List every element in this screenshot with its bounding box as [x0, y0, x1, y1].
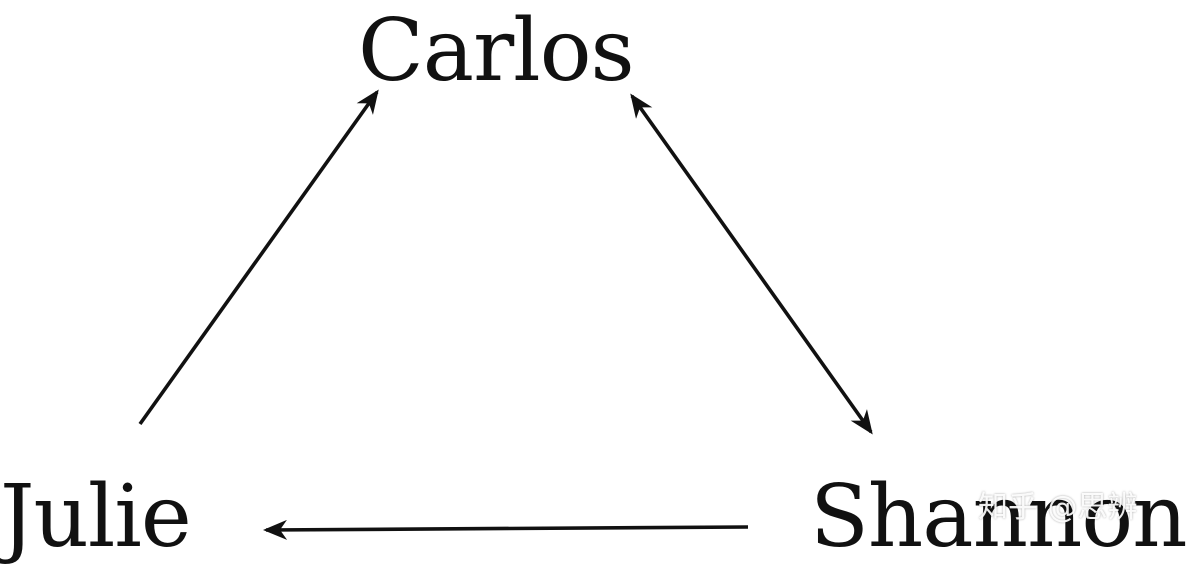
node-carlos: Carlos	[358, 1, 635, 101]
diagram-edges	[138, 89, 873, 540]
edge-julie-to-carlos	[138, 89, 379, 426]
node-julie: Julie	[0, 467, 192, 567]
edge-shannon-to-julie	[263, 519, 749, 540]
watermark: 知乎 @思辨	[978, 490, 1138, 525]
node-shannon: Shannon	[810, 467, 1188, 567]
edge-carlos-shannon	[630, 93, 873, 435]
